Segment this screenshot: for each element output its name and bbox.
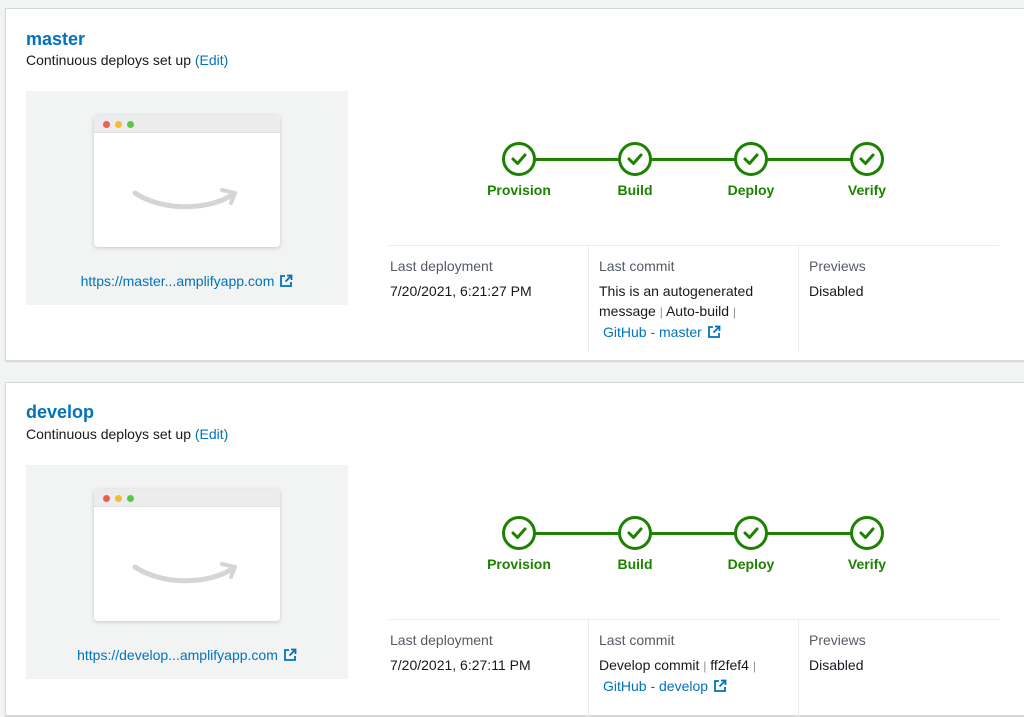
deploy-pipeline: Provision Build Deploy Verify (476, 516, 886, 576)
branch-card-master: master Continuous deploys set up (Edit) … (5, 8, 1024, 361)
previews-label: Previews (809, 258, 866, 274)
last-commit-column: Last commit This is an autogenerated mes… (599, 256, 789, 342)
close-dot-icon (103, 121, 110, 128)
deploy-pipeline: Provision Build Deploy Verify (476, 142, 886, 202)
check-circle-icon (734, 142, 768, 176)
check-circle-icon (618, 516, 652, 550)
preview-url-link[interactable]: https://master...amplifyapp.com (26, 273, 348, 289)
minimize-dot-icon (115, 495, 122, 502)
check-circle-icon (502, 142, 536, 176)
deploy-status-text: Continuous deploys set up (26, 52, 191, 68)
repo-link[interactable]: GitHub - develop (603, 678, 709, 694)
column-separator (588, 620, 589, 717)
step-label: Deploy (727, 182, 775, 198)
previews-value: Disabled (809, 283, 864, 299)
browser-titlebar (94, 115, 280, 133)
last-commit-label: Last commit (599, 258, 675, 274)
edit-link[interactable]: (Edit) (194, 426, 229, 442)
step-deploy[interactable]: Deploy (711, 142, 791, 198)
amazon-smile-logo-icon (132, 188, 237, 210)
step-label: Deploy (727, 556, 775, 572)
details-divider (389, 619, 999, 620)
browser-titlebar (94, 489, 280, 507)
preview-panel: https://master...amplifyapp.com (26, 91, 348, 305)
preview-panel: https://develop...amplifyapp.com (26, 465, 348, 679)
last-deployment-label: Last deployment (390, 632, 493, 648)
separator: | (752, 659, 756, 673)
commit-message-line2: message (599, 303, 656, 319)
external-link-icon[interactable] (713, 679, 727, 693)
external-link-icon (280, 274, 293, 287)
last-deployment-column: Last deployment 7/20/2021, 6:27:11 PM (390, 630, 580, 675)
step-verify[interactable]: Verify (827, 516, 907, 572)
commit-message: Develop commit (599, 657, 700, 673)
commit-extra: Auto-build (665, 303, 729, 319)
last-deployment-value: 7/20/2021, 6:27:11 PM (390, 657, 531, 673)
check-circle-icon (618, 142, 652, 176)
separator: | (659, 305, 663, 319)
last-deployment-column: Last deployment 7/20/2021, 6:21:27 PM (390, 256, 580, 301)
step-label: Provision (487, 556, 551, 572)
repo-link[interactable]: GitHub - master (603, 324, 702, 340)
check-circle-icon (734, 516, 768, 550)
pipeline-connector (519, 158, 867, 161)
separator: | (703, 659, 707, 673)
details-divider (389, 245, 999, 246)
column-separator (798, 620, 799, 717)
last-deployment-value: 7/20/2021, 6:21:27 PM (390, 283, 532, 299)
column-separator (588, 246, 589, 352)
commit-message-row: Develop commit | ff2fef4 | (599, 655, 789, 676)
previews-value: Disabled (809, 657, 864, 673)
maximize-dot-icon (127, 121, 134, 128)
column-separator (798, 246, 799, 352)
repo-link-row: GitHub - master (599, 322, 789, 342)
step-build[interactable]: Build (595, 142, 675, 198)
pipeline-connector (519, 532, 867, 535)
browser-thumbnail[interactable] (94, 489, 280, 621)
previews-label: Previews (809, 632, 866, 648)
branch-name-link[interactable]: develop (26, 402, 95, 422)
separator: | (732, 305, 737, 319)
step-label: Build (617, 182, 653, 198)
minimize-dot-icon (115, 121, 122, 128)
maximize-dot-icon (127, 495, 134, 502)
repo-link-row: GitHub - develop (599, 676, 789, 696)
step-label: Provision (487, 182, 551, 198)
check-circle-icon (502, 516, 536, 550)
step-provision[interactable]: Provision (479, 516, 559, 572)
branch-name-link[interactable]: master (26, 29, 86, 49)
deploy-status-text: Continuous deploys set up (26, 426, 191, 442)
edit-link[interactable]: (Edit) (194, 52, 229, 68)
commit-message-cont: message | Auto-build | (599, 301, 789, 322)
step-label: Build (617, 556, 653, 572)
preview-url-text: https://master...amplifyapp.com (80, 273, 275, 289)
amazon-smile-logo-icon (132, 562, 237, 584)
deploy-status: Continuous deploys set up (Edit) (26, 52, 228, 68)
external-link-icon[interactable] (707, 325, 721, 339)
step-verify[interactable]: Verify (827, 142, 907, 198)
last-commit-label: Last commit (599, 632, 675, 648)
commit-hash: ff2fef4 (710, 657, 749, 673)
deploy-status: Continuous deploys set up (Edit) (26, 426, 228, 442)
previews-column: Previews Disabled (809, 256, 989, 301)
external-link-icon (283, 648, 297, 661)
step-label: Verify (847, 182, 887, 198)
branch-card-develop: develop Continuous deploys set up (Edit)… (5, 382, 1024, 717)
step-label: Verify (847, 556, 887, 572)
preview-url-text: https://develop...amplifyapp.com (77, 647, 278, 663)
last-deployment-label: Last deployment (390, 258, 493, 274)
close-dot-icon (103, 495, 110, 502)
step-provision[interactable]: Provision (479, 142, 559, 198)
commit-message: This is an autogenerated (599, 283, 754, 299)
check-circle-icon (850, 516, 884, 550)
last-commit-column: Last commit Develop commit | ff2fef4 | G… (599, 630, 789, 696)
preview-url-link[interactable]: https://develop...amplifyapp.com (26, 647, 348, 663)
step-deploy[interactable]: Deploy (711, 516, 791, 572)
check-circle-icon (850, 142, 884, 176)
previews-column: Previews Disabled (809, 630, 989, 675)
step-build[interactable]: Build (595, 516, 675, 572)
browser-thumbnail[interactable] (94, 115, 280, 247)
